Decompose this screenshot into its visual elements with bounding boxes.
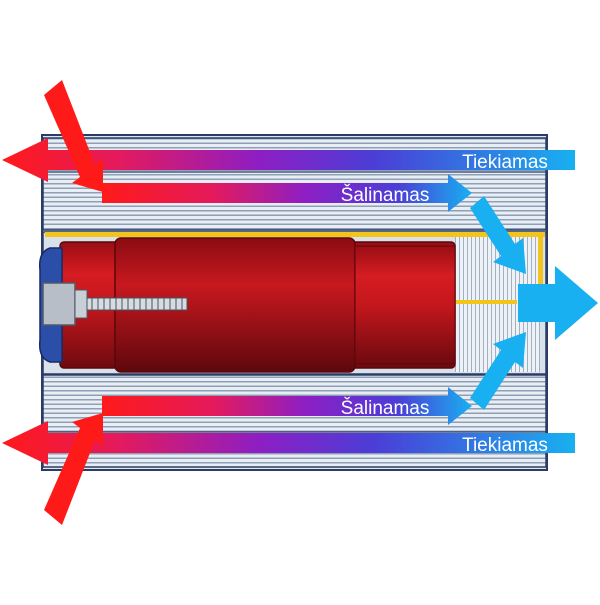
label-supply-bottom: Tiekiamas (462, 435, 548, 456)
threaded-bolt (86, 297, 188, 311)
label-supply-top: Tiekiamas (462, 152, 548, 173)
supply-flow-top (2, 138, 575, 182)
heat-core (59, 237, 456, 373)
gold-strip-top (45, 232, 545, 237)
converge-arrow-bottom (470, 332, 526, 410)
inlet-arrow-bottom (44, 413, 103, 525)
converge-arrow-top (470, 196, 526, 274)
gold-strip-mid (455, 300, 517, 304)
end-cap (38, 247, 88, 363)
exhaust-flow-bottom (102, 387, 472, 425)
inlet-arrow-top (44, 80, 103, 192)
gold-strip-right (538, 234, 543, 292)
exhaust-flow-top (102, 174, 472, 212)
supply-flow-bottom (2, 421, 575, 465)
label-exhaust-top: Šalinamas (341, 184, 430, 206)
outlet-arrow (518, 266, 598, 340)
label-exhaust-bottom: Šalinamas (341, 397, 430, 419)
